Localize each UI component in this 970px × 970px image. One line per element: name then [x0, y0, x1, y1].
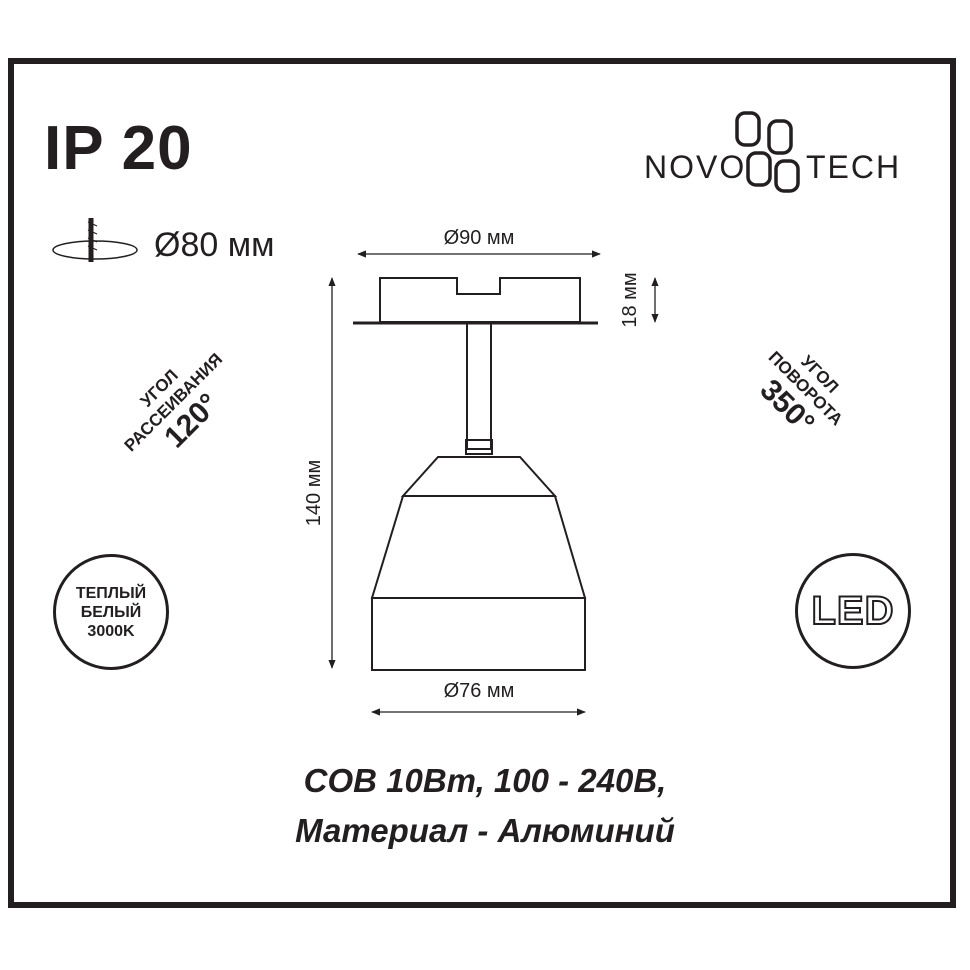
- spec-line-material: Материал - Алюминий: [295, 812, 675, 849]
- lamp-body: [353, 277, 598, 671]
- brand-name-left: NOVO: [644, 149, 746, 185]
- color-temp-line3: 3000K: [87, 622, 135, 640]
- color-temp-line1: ТЕПЛЫЙ: [75, 584, 147, 602]
- led-badge: LED: [795, 553, 911, 669]
- outer-frame: [8, 58, 956, 908]
- base-height-label: 18 мм: [619, 272, 641, 327]
- brand-name-right: TECH: [806, 149, 901, 185]
- beam-angle-group: УГОЛ РАССЕИВАНИЯ 120°: [121, 350, 227, 456]
- bottom-diameter-label: Ø76 мм: [444, 680, 515, 702]
- cutout-icon: [52, 218, 138, 262]
- color-temperature-badge: ТЕПЛЫЙ БЕЛЫЙ 3000K: [53, 554, 169, 670]
- spec-line-power: COB 10Вт, 100 - 240В,: [303, 762, 667, 799]
- total-height-label: 140 мм: [303, 460, 325, 526]
- color-temp-line2: БЕЛЫЙ: [80, 603, 142, 621]
- brand-mark: [735, 111, 800, 193]
- dimension-lines: [328, 250, 659, 716]
- rotation-angle-group: УГОЛ ПОВОРОТА 350°: [754, 348, 847, 441]
- brand-logo: NOVO TECH: [644, 111, 901, 193]
- led-label: LED: [811, 589, 895, 633]
- ip-rating: IP 20: [44, 114, 193, 183]
- cutout-diameter-label: Ø80 мм: [154, 226, 275, 264]
- top-diameter-label: Ø90 мм: [444, 227, 515, 249]
